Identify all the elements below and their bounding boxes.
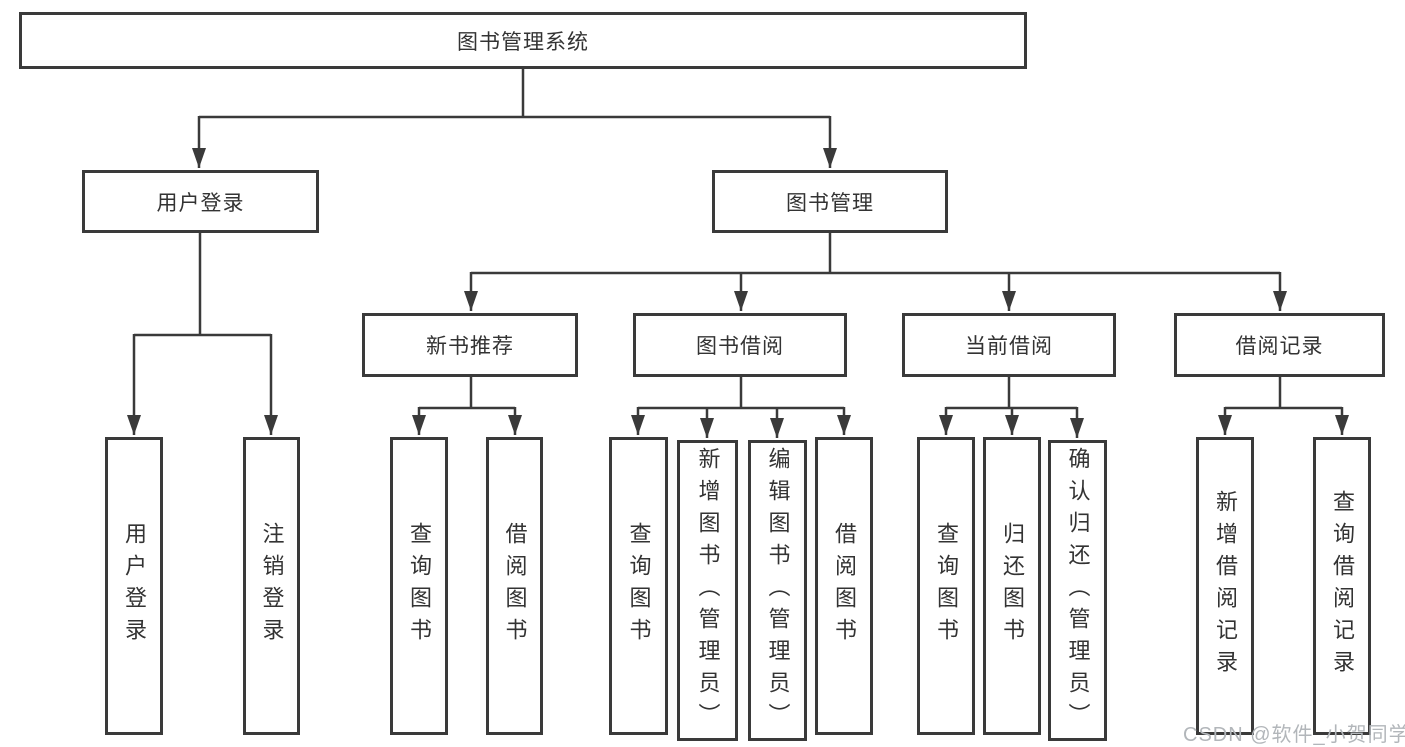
connector-new-book-recommend: [412, 377, 522, 435]
node-book-management: 图书管理: [712, 170, 948, 233]
connector-current-borrow: [939, 377, 1084, 438]
node-new-book-recommend: 新书推荐: [362, 313, 578, 377]
node-leaf-confirm-return-admin: 确认归还（管理员）: [1048, 440, 1107, 741]
connector-root: [192, 69, 837, 168]
node-leaf-logout: 注销登录: [243, 437, 300, 735]
connector-book-management: [464, 233, 1287, 311]
node-leaf-query-books-current: 查询图书: [917, 437, 975, 735]
node-root-system: 图书管理系统: [19, 12, 1027, 69]
node-book-borrow: 图书借阅: [633, 313, 847, 377]
node-current-borrow: 当前借阅: [902, 313, 1116, 377]
node-leaf-query-borrow-record: 查询借阅记录: [1313, 437, 1371, 735]
node-leaf-query-books-borrow: 查询图书: [609, 437, 668, 735]
node-user-login: 用户登录: [82, 170, 319, 233]
connector-user-login: [127, 233, 278, 435]
node-leaf-borrow-books: 借阅图书: [815, 437, 873, 735]
node-borrow-records: 借阅记录: [1174, 313, 1385, 377]
node-leaf-add-borrow-record: 新增借阅记录: [1196, 437, 1254, 735]
connector-book-borrow: [631, 377, 851, 438]
node-leaf-add-books-admin: 新增图书（管理员）: [677, 440, 738, 741]
node-leaf-edit-books-admin: 编辑图书（管理员）: [748, 440, 807, 741]
node-leaf-query-books-recommend: 查询图书: [390, 437, 448, 735]
node-leaf-user-login: 用户登录: [105, 437, 163, 735]
node-leaf-return-books: 归还图书: [983, 437, 1041, 735]
csdn-watermark: CSDN @软件_小贺同学: [1183, 724, 1405, 746]
node-leaf-borrow-books-recommend: 借阅图书: [486, 437, 543, 735]
connector-borrow-records: [1218, 377, 1349, 435]
